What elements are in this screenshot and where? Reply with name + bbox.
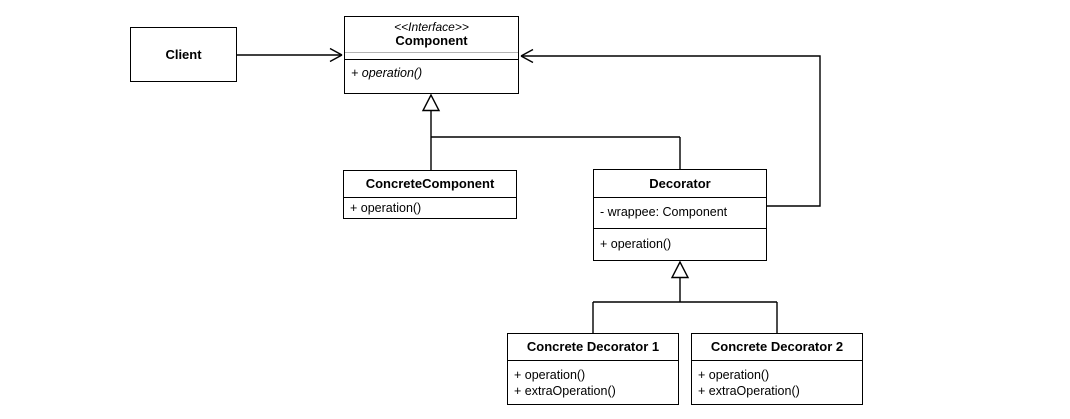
class-component: <<Interface>> Component + operation() bbox=[344, 16, 519, 94]
class-name: Component bbox=[395, 33, 468, 48]
methods-compartment: + operation() bbox=[344, 197, 516, 219]
class-concrete-decorator-1-title: Concrete Decorator 1 bbox=[508, 334, 678, 360]
class-concrete-decorator-2: Concrete Decorator 2 + operation() + ext… bbox=[691, 333, 863, 405]
method-label: + operation() bbox=[351, 66, 423, 80]
class-name: ConcreteComponent bbox=[365, 176, 495, 191]
class-decorator-title: Decorator bbox=[594, 170, 766, 197]
stereotype-label: <<Interface>> bbox=[394, 20, 469, 34]
class-concrete-component: ConcreteComponent + operation() bbox=[343, 170, 517, 219]
method-label: + operation() bbox=[514, 368, 586, 382]
open-arrowhead-icon bbox=[329, 47, 343, 63]
hollow-triangle-icon bbox=[670, 260, 690, 279]
class-name: Concrete Decorator 2 bbox=[710, 339, 844, 354]
class-concrete-component-title: ConcreteComponent bbox=[344, 171, 516, 197]
hollow-triangle-icon bbox=[421, 93, 441, 112]
method-label: + operation() bbox=[350, 201, 422, 215]
class-concrete-decorator-1: Concrete Decorator 1 + operation() + ext… bbox=[507, 333, 679, 405]
class-name: Client bbox=[165, 46, 202, 62]
class-client-title: Client bbox=[131, 28, 236, 81]
methods-compartment: + operation() bbox=[345, 59, 518, 93]
attribute-label: - wrappee: Component bbox=[600, 205, 728, 219]
method-label: + operation() bbox=[600, 237, 672, 251]
class-name: Decorator bbox=[649, 175, 711, 191]
methods-compartment: + operation() + extraOperation() bbox=[508, 360, 678, 404]
methods-compartment: + operation() + extraOperation() bbox=[692, 360, 862, 404]
class-component-title: <<Interface>> Component bbox=[345, 17, 518, 52]
class-concrete-decorator-2-title: Concrete Decorator 2 bbox=[692, 334, 862, 360]
open-arrowhead-icon bbox=[520, 48, 534, 64]
class-name: Concrete Decorator 1 bbox=[526, 339, 660, 354]
class-client: Client bbox=[130, 27, 237, 82]
method-label: + extraOperation() bbox=[514, 384, 616, 398]
methods-compartment: + operation() bbox=[594, 228, 766, 260]
attributes-compartment-empty bbox=[345, 52, 518, 59]
generalization-to-decorator bbox=[592, 260, 778, 333]
association-client-component bbox=[237, 47, 343, 63]
class-decorator: Decorator - wrappee: Component + operati… bbox=[593, 169, 767, 261]
method-label: + extraOperation() bbox=[698, 384, 800, 398]
attributes-compartment: - wrappee: Component bbox=[594, 197, 766, 228]
method-label: + operation() bbox=[698, 368, 770, 382]
generalization-to-component bbox=[421, 93, 681, 170]
